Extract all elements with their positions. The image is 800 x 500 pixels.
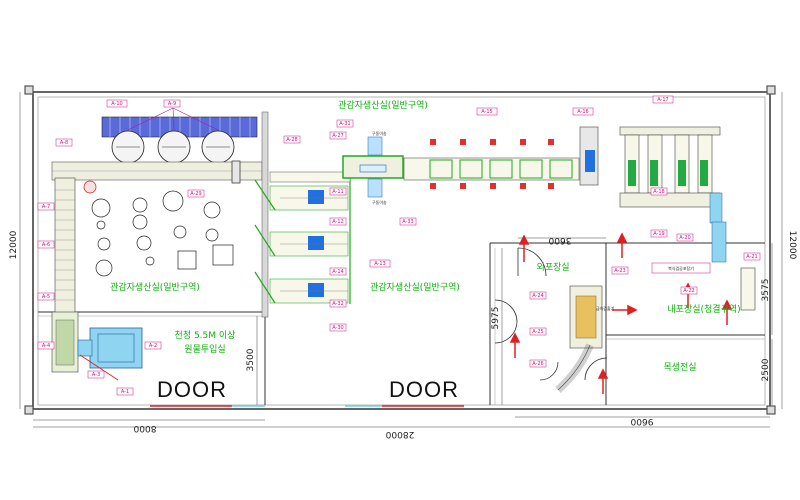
tag-a30: A-30 bbox=[332, 325, 343, 331]
room-label-outer-packing: 외포장실 bbox=[536, 261, 569, 273]
tag-a26: A-26 bbox=[532, 361, 543, 367]
tag-a13: A-13 bbox=[374, 261, 385, 267]
door-label-right: DOOR bbox=[389, 377, 459, 402]
dim-left-width: 8000 bbox=[133, 423, 156, 433]
room-label-electrical: 목생전실 bbox=[663, 362, 696, 373]
dimension-labels: 8000 28000 9600 3600 12000 12000 3500 59… bbox=[9, 230, 797, 439]
tag-a33: A-33 bbox=[402, 219, 413, 225]
tag-a5: A-5 bbox=[42, 294, 50, 300]
door-swings bbox=[494, 247, 608, 381]
dim-inner-width: 3600 bbox=[548, 235, 571, 245]
tag-a11: A-11 bbox=[332, 189, 343, 195]
doors: DOOR DOOR bbox=[150, 377, 464, 407]
room-labels: 관감자생산실(일반구역) 관감자생산실(일반구역) 관감자생산실(일반구역) 외… bbox=[110, 99, 741, 373]
outer-packing-equipment bbox=[555, 285, 603, 393]
room-label-production-center: 관감자생산실(일반구역) bbox=[370, 281, 460, 293]
tag-a14: A-14 bbox=[332, 269, 343, 275]
dim-right-width: 9600 bbox=[630, 416, 653, 426]
door-label-left: DOOR bbox=[157, 377, 227, 402]
tag-a27: A-27 bbox=[332, 133, 343, 139]
tag-a21: A-21 bbox=[746, 254, 757, 260]
tag-a19: A-19 bbox=[653, 231, 664, 237]
room-label-inner-packing: 내포장실(청결구역) bbox=[667, 304, 740, 315]
tag-a28: A-28 bbox=[286, 137, 297, 143]
dim-mid-height: 5975 bbox=[491, 307, 501, 330]
tag-a1: A-1 bbox=[121, 389, 129, 395]
dim-right-lower: 2500 bbox=[761, 358, 771, 381]
room-label-raw-input-line2: 원물투입실 bbox=[184, 343, 225, 355]
tag-a32: A-32 bbox=[332, 301, 343, 307]
tag-a24: A-24 bbox=[532, 293, 543, 299]
tag-a9: A-9 bbox=[168, 101, 176, 107]
dimension-lines bbox=[19, 92, 783, 428]
room-label-production-left: 관감자생산실(일반구역) bbox=[110, 281, 200, 293]
outer-walls bbox=[24, 85, 776, 415]
equipment-tags bbox=[37, 95, 761, 396]
tag-a22: A-22 bbox=[683, 288, 694, 294]
tag-a16: A-16 bbox=[577, 109, 588, 115]
dryer-stack bbox=[254, 171, 351, 304]
tag-a18: A-18 bbox=[653, 189, 664, 195]
dim-total-width: 28000 bbox=[385, 429, 414, 439]
tag-a20: A-20 bbox=[679, 235, 690, 241]
room-label-raw-input-line1: 천정 5.5M 이상 bbox=[175, 330, 236, 341]
tag-a2: A-2 bbox=[149, 343, 157, 349]
dim-right-upper: 3575 bbox=[761, 279, 771, 302]
room-label-production-main: 관감자생산실(일반구역) bbox=[338, 99, 428, 111]
label-packing-table: 복식검공포장기 bbox=[668, 265, 694, 271]
packing-machines bbox=[579, 126, 756, 311]
tag-a17: A-17 bbox=[657, 97, 668, 103]
tag-a25: A-25 bbox=[532, 329, 543, 335]
label-metal-detector: 금속검출기 bbox=[596, 305, 615, 311]
label-upper-bin: 구동이송 bbox=[372, 130, 387, 136]
main-process-line bbox=[342, 136, 580, 198]
tag-a23: A-23 bbox=[614, 268, 625, 274]
left-elevator bbox=[51, 177, 143, 381]
tag-a7: A-7 bbox=[42, 204, 50, 210]
dim-height-left: 12000 bbox=[9, 230, 19, 259]
tag-a12: A-12 bbox=[332, 219, 343, 225]
feed-line bbox=[51, 111, 269, 318]
dim-left-lower: 3500 bbox=[246, 348, 256, 371]
tag-a29: A-29 bbox=[190, 191, 201, 197]
small-labels: 구동이송 구동이송 복식검공포장기 금속검출기 bbox=[372, 130, 711, 311]
tag-a4: A-4 bbox=[42, 343, 50, 349]
tag-a15: A-15 bbox=[481, 109, 492, 115]
equipment-tag-texts: A-1 A-2 A-3 A-4 A-5 A-6 A-7 A-8 A-9 A-10… bbox=[42, 97, 758, 395]
left-equipment bbox=[83, 160, 241, 277]
tag-a3: A-3 bbox=[92, 372, 100, 378]
tag-a10: A-10 bbox=[111, 101, 122, 107]
label-lower-bin: 구동이송 bbox=[372, 199, 387, 205]
tag-a31: A-31 bbox=[339, 121, 350, 127]
tag-a8: A-8 bbox=[60, 140, 68, 146]
top-conveyor bbox=[101, 107, 258, 164]
dim-height-right: 12000 bbox=[787, 231, 797, 260]
tag-a6: A-6 bbox=[42, 242, 50, 248]
